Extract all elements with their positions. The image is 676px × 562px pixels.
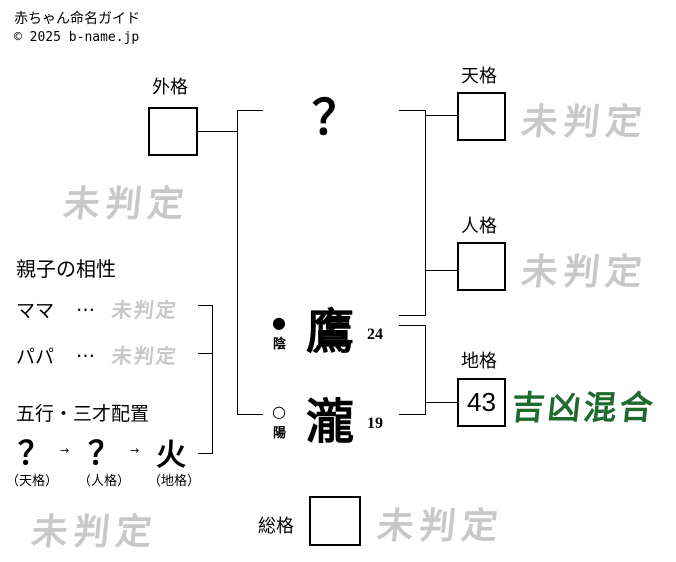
name-char: 瀧: [306, 394, 355, 450]
gaikaku-verdict: 未判定: [61, 183, 192, 225]
chikaku-box: 43: [457, 378, 506, 427]
gogyo-label: （人格）: [78, 474, 131, 489]
connector: [237, 110, 263, 111]
connector: [425, 325, 426, 415]
connector: [237, 110, 238, 415]
compatibility-title: 親子の相性: [16, 257, 116, 281]
gogyo-symbol: ？: [18, 434, 51, 472]
bracket: [198, 353, 212, 354]
gogyo-title: 五行・三才配置: [16, 403, 150, 425]
connector: [425, 402, 457, 403]
bracket: [198, 453, 212, 454]
connector: [399, 110, 425, 111]
soukaku-box: [309, 496, 361, 546]
gaikaku-label: 外格: [152, 77, 188, 98]
connector: [425, 270, 457, 271]
stroke-count: 19: [367, 415, 383, 432]
arrow-icon: →: [60, 444, 70, 457]
connector: [198, 131, 237, 132]
gogyo-symbol: ？: [88, 434, 121, 472]
name-char: 鷹: [306, 304, 355, 360]
polarity-mark: ○: [272, 402, 286, 421]
bracket: [212, 305, 213, 454]
soukaku-label: 総格: [258, 516, 294, 537]
copyright: © 2025 b-name.jp: [14, 30, 140, 45]
surname-placeholder: ？: [312, 90, 361, 146]
connector: [399, 315, 425, 316]
stroke-count: 24: [367, 326, 383, 343]
connector: [399, 414, 425, 415]
mama-label: ママ: [16, 300, 55, 322]
jinkaku-label: 人格: [461, 216, 497, 237]
papa-dots: …: [76, 340, 95, 362]
gogyo-symbol: 火: [156, 438, 186, 473]
tenkaku-label: 天格: [461, 66, 497, 87]
polarity-mark: ●: [272, 313, 286, 332]
polarity-label: 陰: [273, 337, 287, 352]
gogyo-label: （天格）: [6, 474, 59, 489]
gogyo-verdict: 未判定: [29, 511, 160, 553]
connector: [237, 414, 263, 415]
jinkaku-box: [457, 242, 506, 291]
arrow-icon: →: [130, 444, 140, 457]
bracket: [198, 305, 212, 306]
chikaku-verdict: 吉凶混合: [509, 388, 658, 427]
mama-verdict: 未判定: [110, 298, 180, 322]
connector: [399, 325, 425, 326]
app-title: 赤ちゃん命名ガイド: [14, 11, 140, 27]
papa-verdict: 未判定: [110, 344, 180, 368]
connector: [425, 115, 457, 116]
gaikaku-box: [148, 107, 198, 156]
jinkaku-verdict: 未判定: [519, 251, 650, 293]
chikaku-label: 地格: [461, 351, 497, 372]
connector: [425, 110, 426, 316]
tenkaku-verdict: 未判定: [519, 101, 650, 143]
polarity-label: 陽: [273, 426, 287, 441]
papa-label: パパ: [16, 346, 55, 368]
gogyo-label: （地格）: [148, 474, 201, 489]
mama-dots: …: [76, 294, 95, 316]
tenkaku-box: [457, 92, 506, 141]
soukaku-verdict: 未判定: [375, 505, 506, 547]
